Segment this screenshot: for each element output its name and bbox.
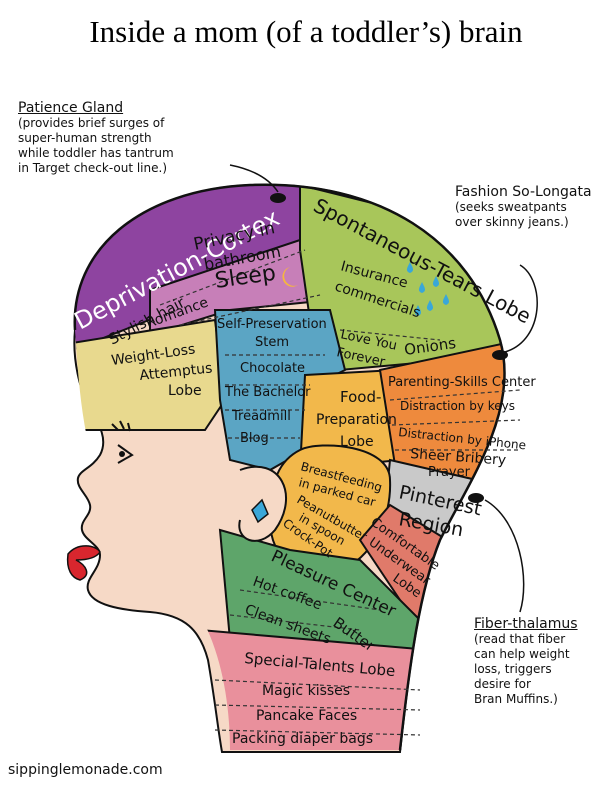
region-weight-loss-lobe (74, 318, 227, 431)
label-pancake-faces: Pancake Faces (256, 708, 357, 724)
note-fashion-heading: Fashion So-Longata (455, 184, 592, 200)
note-fiber-line: desire for (474, 677, 531, 691)
note-fiber: Fiber-thalamus (read that fiber can help… (474, 616, 604, 707)
label-weight-loss-3: Lobe (168, 383, 202, 399)
eye (111, 420, 134, 464)
patience-gland-marker (270, 193, 286, 203)
label-weight-loss-2: Attemptus (139, 360, 213, 384)
note-fashion-line: (seeks sweatpants (455, 200, 567, 214)
earring (251, 498, 269, 524)
label-packing: Packing diaper bags (232, 731, 373, 747)
note-patience-line: while toddler has tantrum (18, 146, 174, 160)
label-chocolate: Chocolate (240, 361, 305, 376)
note-patience-heading: Patience Gland (18, 100, 124, 116)
label-magic-kisses: Magic kisses (262, 683, 350, 699)
leader-fashion (504, 264, 538, 353)
label-food-prep-3: Lobe (340, 434, 374, 450)
divider-lines (159, 249, 521, 736)
label-treadmill: Treadmill (231, 409, 291, 424)
page-title: Inside a mom (of a toddler’s) brain (89, 14, 523, 49)
note-patience-line: in Target check-out line.) (18, 161, 167, 175)
note-fiber-line: Bran Muffins.) (474, 692, 558, 706)
label-food-prep-2: Preparation (316, 412, 397, 428)
note-patience-gland: Patience Gland (provides brief surges of… (18, 100, 218, 176)
label-distraction-keys: Distraction by keys (400, 399, 515, 413)
head-outline (73, 183, 506, 751)
label-blog: Blog (240, 431, 269, 446)
fiber-marker (468, 493, 484, 503)
footer-credit: sippinglemonade.com (8, 762, 163, 778)
note-fiber-line: loss, triggers (474, 662, 552, 676)
note-fiber-line: (read that fiber (474, 632, 566, 646)
leader-fiber (484, 499, 525, 613)
note-patience-line: (provides brief surges of (18, 116, 165, 130)
note-fiber-line: can help weight (474, 647, 570, 661)
label-sheer-bribery: Sheer Bribery (410, 446, 507, 469)
label-self-preservation-1: Self-Preservation (217, 317, 327, 332)
note-fashion-line: over skinny jeans.) (455, 215, 569, 229)
fashion-marker (492, 350, 508, 360)
tear-drops (406, 262, 450, 316)
label-food-prep-1: Food- (340, 388, 381, 406)
label-self-preservation-2: Stem (255, 335, 289, 350)
region-privacy (149, 238, 332, 337)
label-parenting: Parenting-Skills Center (388, 375, 536, 390)
leader-patience (229, 164, 279, 193)
label-bachelor: The Bachelor (224, 385, 311, 400)
note-fashion: Fashion So-Longata (seeks sweatpants ove… (455, 184, 605, 230)
note-fiber-heading: Fiber-thalamus (474, 616, 578, 632)
label-prayer: Prayer (428, 465, 471, 480)
note-patience-line: super-human strength (18, 131, 152, 145)
lips (66, 545, 101, 581)
